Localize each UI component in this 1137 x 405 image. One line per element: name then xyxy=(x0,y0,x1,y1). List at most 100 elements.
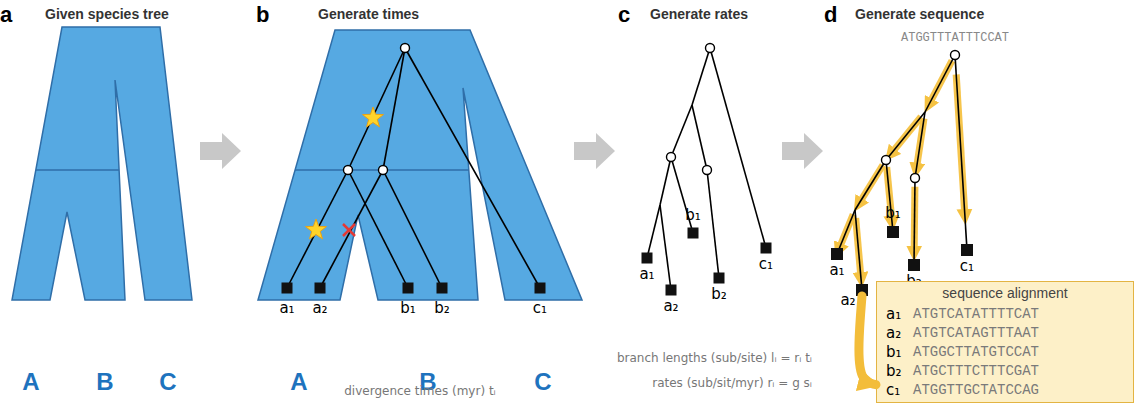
panel-letter: c xyxy=(618,2,630,27)
duplication-star xyxy=(363,107,384,127)
formula-note: rates (sub/sit/myr) rᵢ = g sᵢ xyxy=(652,377,812,391)
leaf-markers xyxy=(642,228,772,296)
sequence-flow xyxy=(841,61,965,274)
tree-branch xyxy=(405,48,540,288)
flow-connector xyxy=(859,296,876,385)
sequence-tree xyxy=(837,55,967,290)
gene-tree xyxy=(287,48,540,288)
tree-node xyxy=(706,44,715,53)
leaf-node: a₁ xyxy=(831,248,843,260)
species-label: A xyxy=(22,368,39,396)
tree-node xyxy=(667,153,676,162)
row-label: b₁ xyxy=(886,344,902,361)
leaf-square xyxy=(714,273,725,284)
species-label: C xyxy=(534,368,551,396)
tree-node xyxy=(703,166,712,175)
axis-note: divergence times (myr) tᵢ xyxy=(344,385,496,399)
leaf-label: a₂ xyxy=(663,298,678,315)
loss-cross xyxy=(343,224,355,236)
duplication-star xyxy=(306,219,327,239)
aligned-sequence: ATGTCATATTTTCAT xyxy=(913,306,1039,322)
tree-branch xyxy=(692,48,710,105)
rate-tree xyxy=(647,48,766,290)
leaf-label: b₁ xyxy=(685,207,701,224)
leaf-square xyxy=(437,283,448,294)
leaf-label: a₂ xyxy=(840,292,855,309)
aligned-sequence: ATGCTTTCTTTCGAT xyxy=(913,363,1039,379)
leaf-label: b₂ xyxy=(711,286,727,303)
leaf-label: b₁ xyxy=(400,300,416,317)
tree-branch xyxy=(287,170,348,288)
tree-branch xyxy=(671,105,692,157)
species-label: A xyxy=(290,368,307,396)
leaf-square xyxy=(761,243,772,254)
step-arrow xyxy=(200,133,241,169)
row-label: b₂ xyxy=(886,363,902,380)
panel-title: Generate rates xyxy=(650,6,748,22)
tree-branch xyxy=(925,55,955,112)
tree-branch xyxy=(647,205,660,258)
leaf-markers xyxy=(282,283,546,294)
leaf-label: a₂ xyxy=(312,300,327,317)
leaf-node: b₂ xyxy=(908,259,920,271)
aligned-sequence: ATGGCTTATGTCCAT xyxy=(913,344,1039,360)
leaf-label: a₁ xyxy=(829,262,844,279)
tree-branch xyxy=(383,170,442,288)
leaf-label: b₁ xyxy=(885,205,901,222)
leaf-square xyxy=(688,228,699,239)
tree-branch xyxy=(692,105,707,170)
tree-branch xyxy=(383,48,405,170)
leaf-square xyxy=(315,283,326,294)
leaf-square xyxy=(535,283,546,294)
tree-branch xyxy=(707,170,719,278)
panel-title: Given species tree xyxy=(45,6,169,22)
aligned-sequence: ATGTCATAGTTTAAT xyxy=(913,325,1039,341)
root-sequence: ATGGTTTATTTCCAT xyxy=(901,32,1009,46)
panel-letter: d xyxy=(824,2,837,27)
aligned-sequence: ATGGTTGCTATCCAG xyxy=(913,382,1039,398)
step-arrow xyxy=(574,133,615,169)
tree-node xyxy=(344,166,353,175)
species-label: C xyxy=(159,368,176,396)
formula-note: branch lengths (sub/site) lᵢ = rᵢ tᵢ xyxy=(617,352,812,366)
tree-branch xyxy=(320,170,383,288)
leaf-node: a₂ xyxy=(856,284,868,296)
tree-branch xyxy=(914,178,915,265)
leaf-label: c₁ xyxy=(759,256,773,273)
tree-branch xyxy=(915,112,925,178)
tree-branch xyxy=(348,48,405,170)
leaf-node: c₁ xyxy=(961,244,973,256)
tree-node xyxy=(882,156,891,165)
tree-nodes xyxy=(344,44,410,175)
leaf-square xyxy=(403,283,414,294)
loss-stroke xyxy=(343,224,355,236)
loss-stroke xyxy=(343,224,355,236)
row-label: a₁ xyxy=(886,306,901,323)
leaf-label: c₁ xyxy=(960,258,974,275)
panel-letter: b xyxy=(256,2,269,27)
tree-node xyxy=(401,44,410,53)
tree-nodes xyxy=(882,51,960,183)
leaf-label: c₁ xyxy=(533,300,547,317)
leaf-label: b₂ xyxy=(434,300,450,317)
tree-branch xyxy=(710,48,766,248)
step-arrow xyxy=(782,133,823,169)
tree-branch xyxy=(660,205,671,290)
leaf-node: b₁ xyxy=(887,226,899,238)
row-label: a₂ xyxy=(886,325,901,342)
tree-node xyxy=(911,174,920,183)
alignment-box: sequence alignmenta₁ATGTCATATTTTCATa₂ATG… xyxy=(876,281,1134,403)
panel-title: Generate times xyxy=(318,6,419,22)
tree-branch xyxy=(855,160,886,210)
tree-node xyxy=(379,166,388,175)
tree-branch xyxy=(660,157,671,205)
panel-title: Generate sequence xyxy=(855,6,984,22)
species-tree xyxy=(258,30,582,300)
species-tree xyxy=(12,27,192,300)
tree-branch xyxy=(955,55,967,250)
leaf-square xyxy=(642,253,653,264)
tree-node xyxy=(951,51,960,60)
panel-letter: a xyxy=(0,2,12,27)
